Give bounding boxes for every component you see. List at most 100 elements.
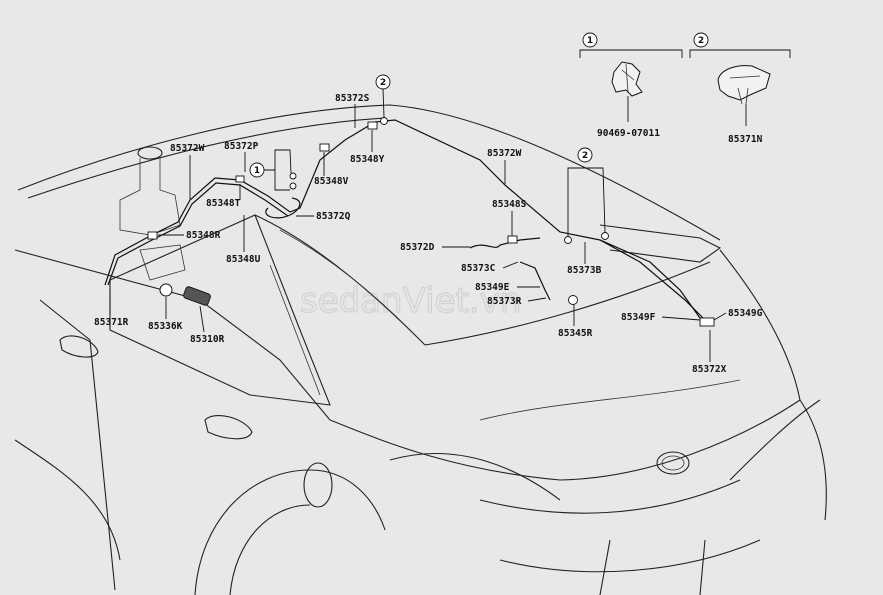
clamp-2a — [564, 236, 572, 244]
legend-bracket-2 — [689, 49, 791, 58]
label-85372W-left: 85372W — [170, 143, 205, 154]
callout-1-mid-text: 1 — [254, 166, 260, 176]
front-door-handle — [59, 335, 99, 358]
label-85372W-right: 85372W — [487, 148, 522, 159]
rear-glass-bottom — [424, 261, 711, 346]
legend-part-1: 90469-07011 — [597, 128, 660, 139]
label-85372S: 85372S — [335, 93, 370, 104]
callout-2-right-text: 2 — [582, 151, 588, 161]
rear-door-handle — [204, 415, 253, 440]
wheel-arch-inner — [229, 504, 311, 595]
callouts: 2 1 2 — [249, 74, 606, 236]
leader-85373C — [502, 261, 519, 269]
hose-branch-down — [519, 261, 551, 301]
callout-1-mid-leader — [264, 149, 292, 191]
rear-spoiler — [599, 224, 722, 263]
joint-85348T — [235, 175, 245, 183]
fuel-door — [303, 462, 333, 508]
rear-emblem-inner — [661, 455, 685, 471]
legend: 1 2 90469-07011 85371N — [579, 32, 791, 145]
door-lower — [14, 439, 121, 561]
roof-inner — [27, 117, 386, 199]
label-85348R: 85348R — [186, 230, 221, 241]
label-85373C: 85373C — [461, 263, 496, 274]
clamp-1b — [289, 182, 297, 190]
side-beltline — [14, 249, 331, 421]
quarter-window — [109, 214, 331, 406]
washer-tank-lower — [139, 244, 186, 281]
joint-85348S — [507, 235, 518, 244]
pillar-line — [269, 264, 321, 396]
joint-85348R — [147, 231, 158, 240]
roof-edge — [17, 104, 721, 241]
leader-85349F — [661, 316, 701, 321]
bumper-line — [499, 539, 761, 573]
grommet-85336K — [159, 283, 173, 297]
joint-85348V — [319, 143, 330, 152]
label-85373B: 85373B — [567, 265, 602, 276]
washer-hoses — [104, 117, 715, 327]
hose-loop — [265, 197, 301, 219]
hose-main-b — [107, 182, 289, 286]
legend-callout-2 — [693, 32, 709, 48]
clip-detail-2 — [729, 75, 761, 105]
shoulder-line — [329, 399, 801, 481]
label-85373R: 85373R — [487, 296, 522, 307]
label-85348S: 85348S — [492, 199, 527, 210]
tailgate-garnish — [479, 479, 741, 514]
bumper-recess — [599, 539, 706, 595]
nozzle-85345R — [568, 295, 578, 305]
lower-glass-line — [479, 379, 741, 421]
legend-callout-1 — [582, 32, 598, 48]
rear-emblem — [656, 451, 690, 475]
callout-2-roof-text: 2 — [380, 78, 386, 88]
rear-glass-inner — [279, 229, 411, 331]
washer-tank-cap — [137, 146, 163, 160]
callout-2-right-circle — [577, 147, 593, 163]
legend-callout-2-text: 2 — [698, 36, 704, 46]
part-labels: 85372S 85372W 85372P 85348T 85348Y 85348… — [94, 93, 763, 375]
label-85336K: 85336K — [148, 321, 183, 332]
label-85349G: 85349G — [728, 308, 763, 319]
tail-lamp-left — [389, 452, 561, 501]
pump-85310R — [183, 286, 211, 306]
label-85372D: 85372D — [400, 242, 435, 253]
vehicle-body — [14, 104, 827, 595]
hose-main — [104, 119, 701, 319]
label-85372Q: 85372Q — [316, 211, 351, 222]
label-85371R: 85371R — [94, 317, 129, 328]
legend-callout-1-text: 1 — [587, 36, 593, 46]
callout-2-roof-leader — [382, 88, 385, 118]
hose-right-b — [599, 239, 711, 326]
leader-85349G — [713, 312, 727, 321]
joint-85348Y — [367, 121, 378, 130]
clamp-1a — [289, 172, 297, 180]
tailgate-side — [719, 249, 827, 521]
leader-85310R — [199, 305, 205, 333]
door-edge — [39, 299, 116, 591]
clip-detail-1 — [621, 63, 635, 93]
label-85349E: 85349E — [475, 282, 510, 293]
wheel-arch — [194, 469, 386, 595]
clamp-2b — [601, 232, 609, 240]
legend-bracket-1 — [579, 49, 683, 58]
callout-2-right-leader — [567, 167, 606, 236]
clamp-2-roof — [380, 117, 388, 125]
hose-branch — [469, 237, 541, 249]
label-85345R: 85345R — [558, 328, 593, 339]
clip-85371N — [717, 65, 771, 101]
tail-lamp-right — [729, 399, 821, 481]
watermark: sedanViet.vn — [300, 281, 521, 321]
washer-tank-outline — [119, 158, 181, 236]
label-85348U: 85348U — [226, 254, 261, 265]
legend-part-2: 85371N — [728, 134, 763, 145]
leader-85373R — [527, 297, 547, 302]
label-85348T: 85348T — [206, 198, 241, 209]
label-85348V: 85348V — [314, 176, 349, 187]
label-85348Y: 85348Y — [350, 154, 385, 165]
label-85310R: 85310R — [190, 334, 225, 345]
label-85349F: 85349F — [621, 312, 656, 323]
label-85372X: 85372X — [692, 364, 727, 375]
